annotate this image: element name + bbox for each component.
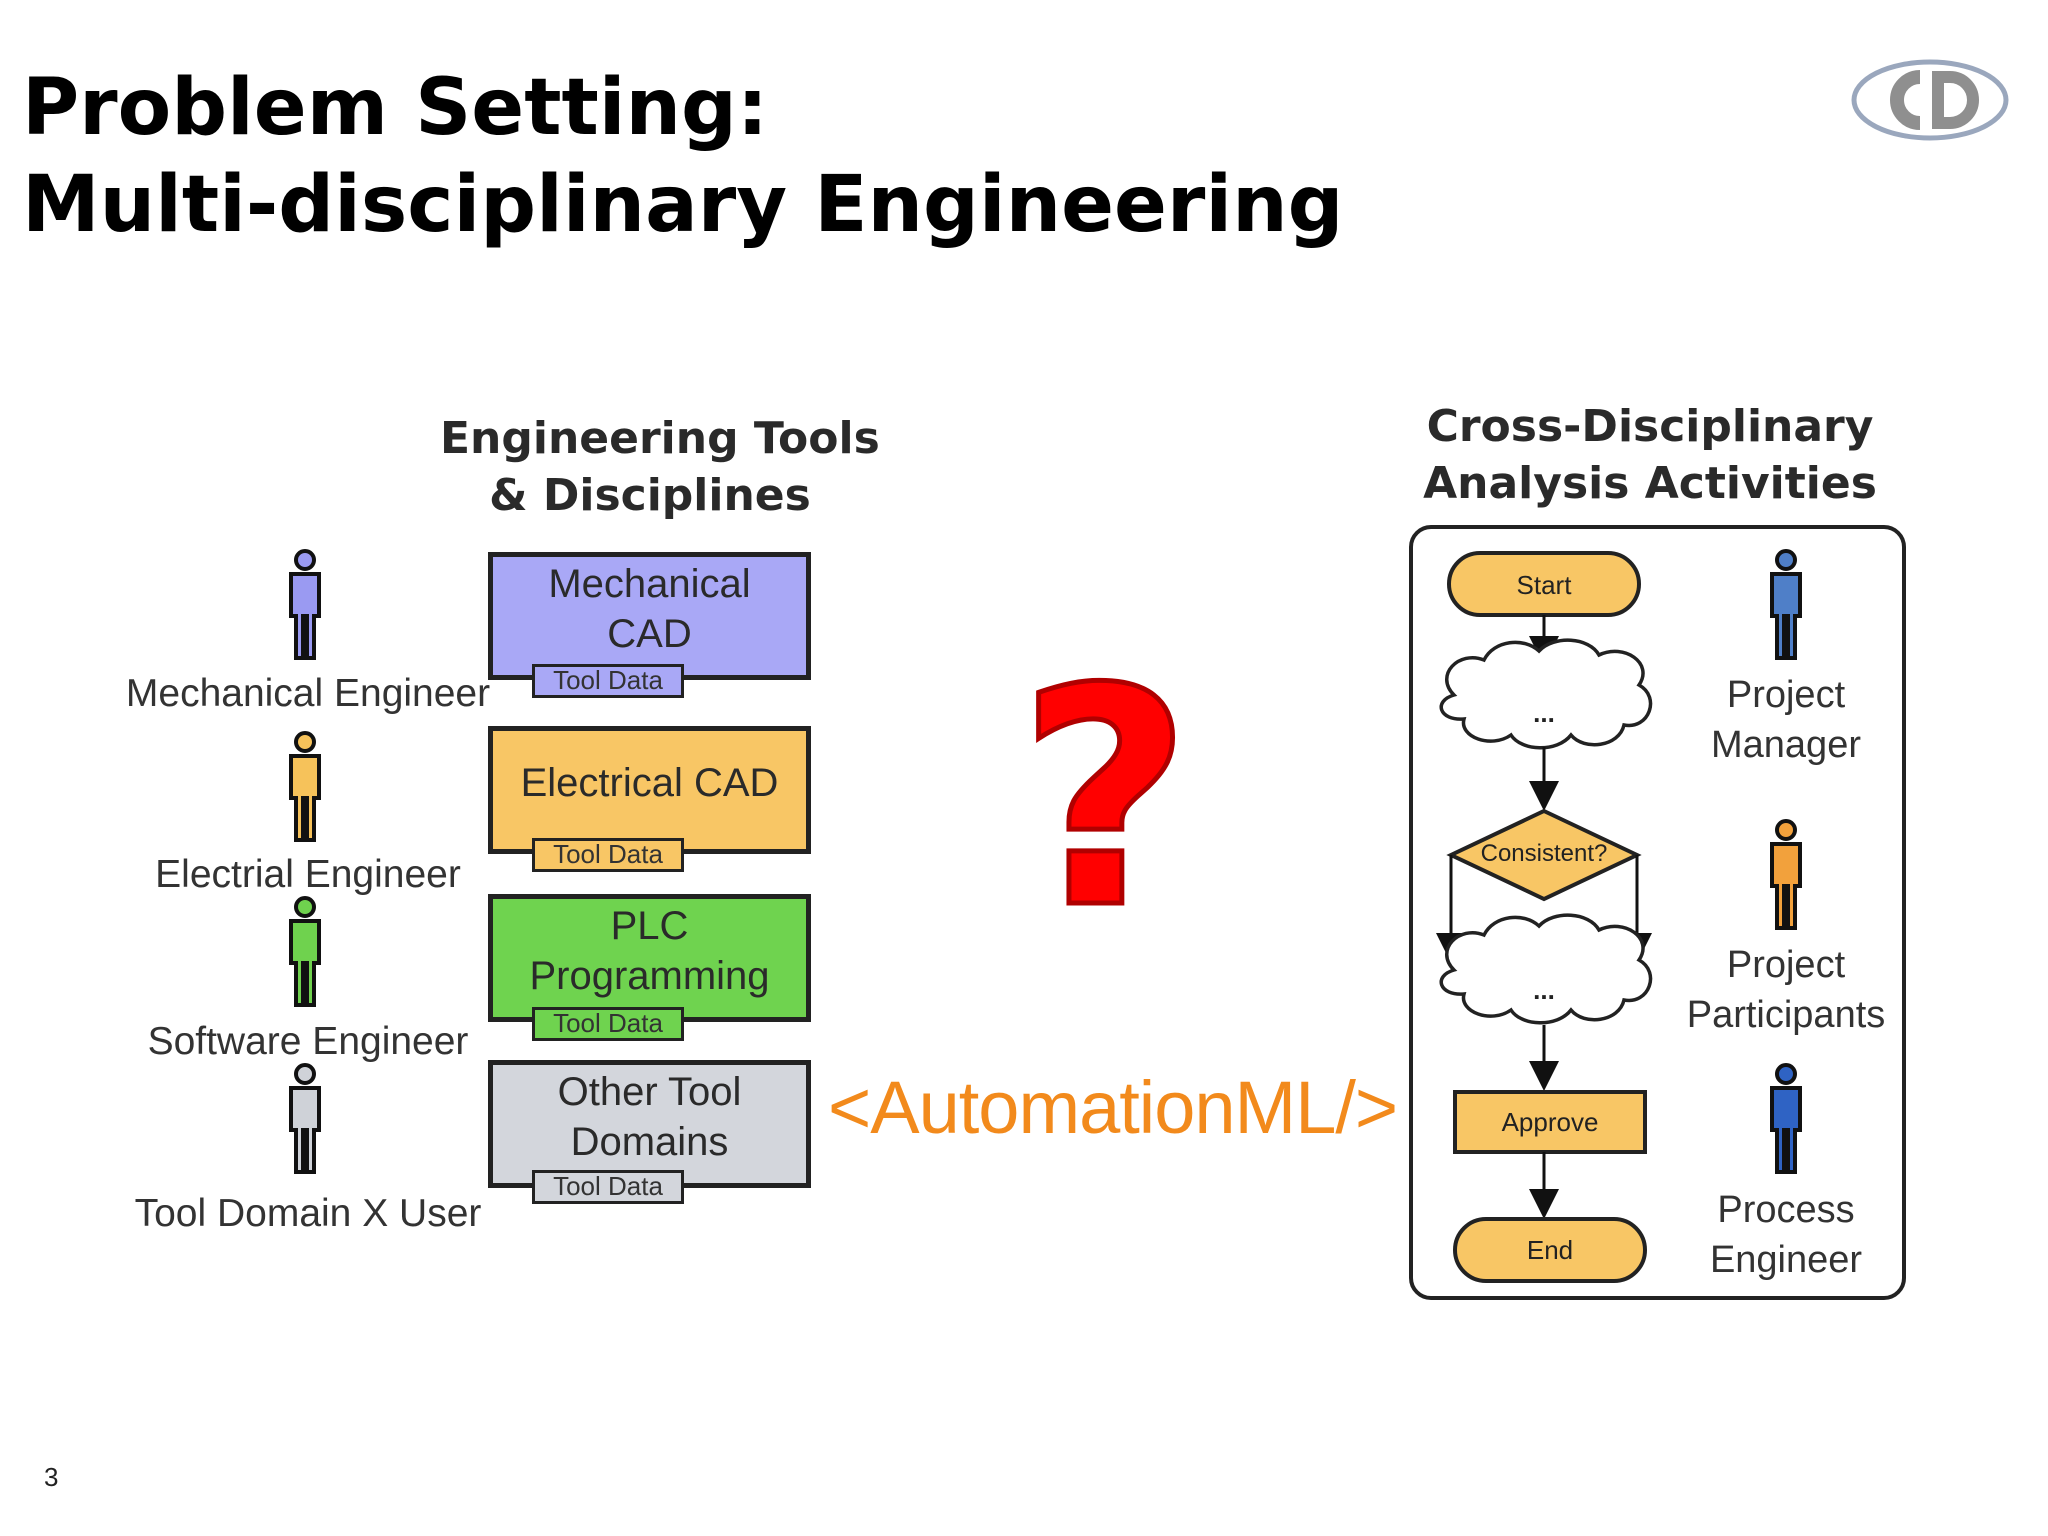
tool-box-line-2: CAD [607, 612, 692, 656]
title-line-2: Multi-disciplinary Engineering [22, 160, 1344, 250]
page-number: 3 [44, 1462, 59, 1492]
tools-heading: Engineering Tools & Disciplines [440, 410, 880, 524]
role-label-line-2: Manager [1711, 724, 1861, 766]
tool-box-line-1: Mechanical [548, 562, 751, 606]
role-label-project-participants: Project Participants [1656, 940, 1916, 1040]
role-label-electrical-engineer: Electrial Engineer [155, 853, 461, 896]
flow-end-node [1453, 1217, 1647, 1283]
tool-data-tag: Tool Data [532, 664, 684, 698]
flow-cloud-label: ... [1533, 975, 1555, 1005]
role-label-tool-domain-user: Tool Domain X User [134, 1192, 482, 1235]
analysis-heading-line-1: Cross-Disciplinary [1426, 401, 1874, 452]
tool-data-tag: Tool Data [532, 838, 684, 872]
tool-box-electrical-cad: Electrical CAD [488, 726, 811, 854]
role-label-line-1: Process [1717, 1189, 1855, 1231]
tool-box-mechanical-cad: Mechanical CAD [488, 552, 811, 680]
tool-data-tag: Tool Data [532, 1170, 684, 1204]
tool-data-tag: Tool Data [532, 1007, 684, 1041]
role-label-project-manager: Project Manager [1656, 670, 1916, 770]
title-line-1: Problem Setting: [22, 63, 769, 153]
analysis-heading: Cross-Disciplinary Analysis Activities [1400, 398, 1900, 512]
tool-box-line-2: Programming [529, 954, 770, 998]
role-label-line-2: Engineer [1709, 1239, 1863, 1281]
flow-end-label: End [1526, 1235, 1574, 1265]
flow-cloud-label: ... [1533, 698, 1555, 728]
flow-cloud-node [1439, 913, 1653, 1025]
tools-heading-line-2: & Disciplines [489, 470, 811, 521]
flow-approve-label: Approve [1501, 1107, 1599, 1137]
question-mark: ? [1015, 625, 1194, 974]
person-icon [289, 731, 321, 842]
flow-cloud-node [1439, 638, 1653, 750]
tool-box-line-1: PLC [610, 904, 689, 948]
tools-heading-line-1: Engineering Tools [440, 413, 880, 464]
tool-box-line-2: Domains [570, 1120, 729, 1164]
role-label-line-2: Participants [1686, 994, 1886, 1036]
flow-approve-node [1453, 1090, 1647, 1154]
tool-box-line-1: Electrical CAD [520, 761, 779, 805]
role-label-line-1: Project [1726, 944, 1846, 986]
tool-box-line-1: Other Tool [557, 1070, 742, 1114]
person-icon [289, 549, 321, 660]
role-label-line-1: Project [1726, 674, 1846, 716]
tool-box-plc-programming: PLC Programming [488, 894, 811, 1022]
slide-title: Problem Setting: Multi-disciplinary Engi… [22, 60, 1343, 254]
automationml-label: <AutomationML/> [828, 1066, 1398, 1149]
role-label-process-engineer: Process Engineer [1656, 1185, 1916, 1285]
person-icon [289, 1063, 321, 1174]
role-label-mechanical-engineer: Mechanical Engineer [125, 672, 491, 715]
flow-decision-node [1446, 808, 1642, 902]
person-icon [289, 896, 321, 1007]
cd-logo-icon [1851, 59, 2009, 141]
person-icon [1770, 549, 1802, 660]
flowchart [1436, 551, 1653, 1283]
tool-box-other-tool-domains: Other Tool Domains [488, 1060, 811, 1188]
role-label-software-engineer: Software Engineer [147, 1020, 469, 1063]
flow-start-label: Start [1516, 570, 1572, 600]
analysis-heading-line-2: Analysis Activities [1423, 458, 1877, 509]
person-icon [1770, 1063, 1802, 1174]
flow-decision-label: Consistent? [1480, 840, 1608, 867]
person-icon [1770, 819, 1802, 930]
